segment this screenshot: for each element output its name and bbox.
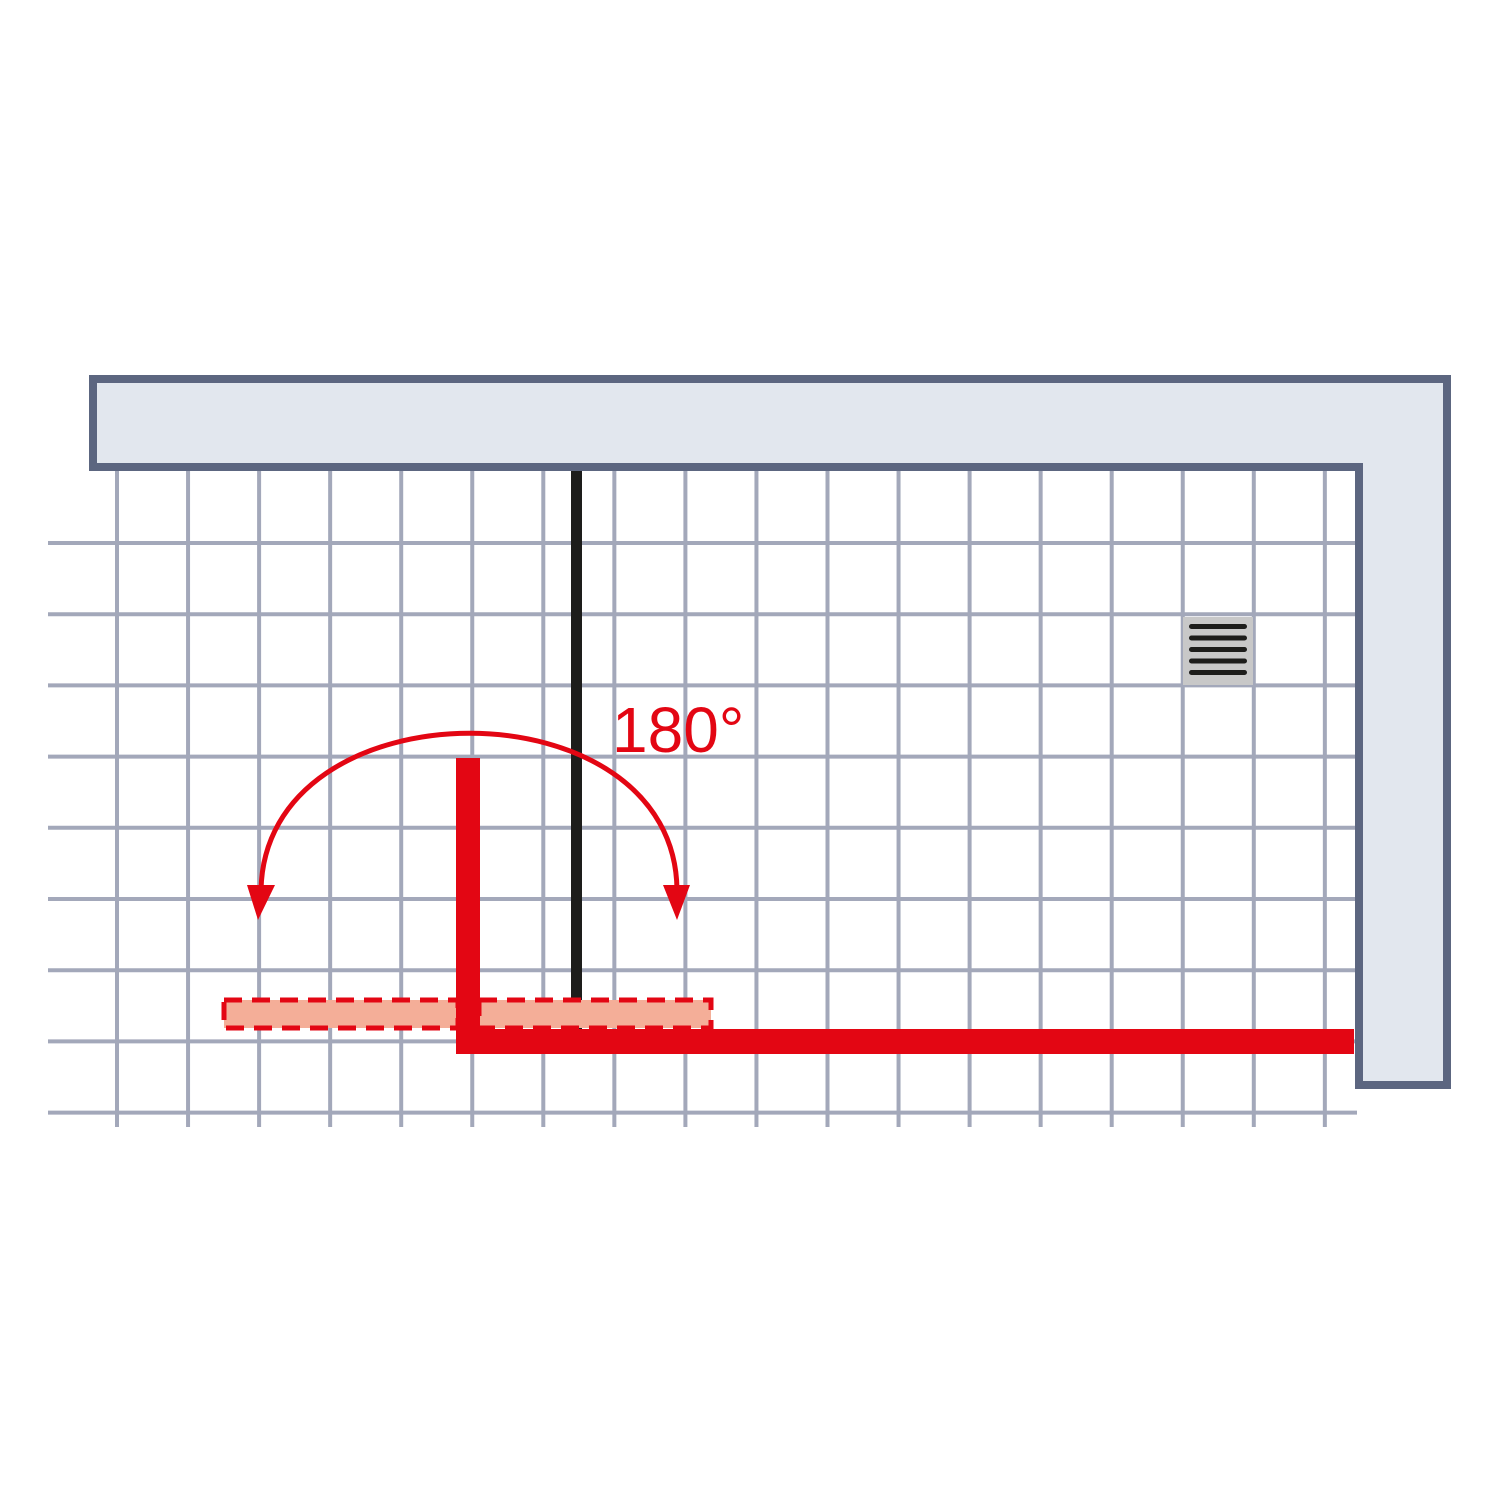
arc-arrowhead-right (663, 885, 690, 920)
door-position-left-ghost (221, 997, 461, 1031)
drain-slot (1189, 647, 1247, 652)
drain-slot (1189, 658, 1247, 664)
rotation-arc (258, 730, 680, 894)
red-swing-door (456, 758, 480, 1054)
arc-arrowhead-left (247, 885, 275, 920)
drain-slot (1189, 670, 1247, 675)
floor-drain-icon (1183, 617, 1253, 685)
l-shaped-wall (89, 375, 1451, 1089)
tile-grid (48, 471, 1357, 1127)
drain-slot (1189, 635, 1247, 641)
angle-label: 180° (612, 694, 744, 766)
door-position-right-ghost (476, 997, 714, 1031)
drain-slot (1189, 624, 1247, 629)
red-bottom-panel (456, 1029, 1354, 1054)
